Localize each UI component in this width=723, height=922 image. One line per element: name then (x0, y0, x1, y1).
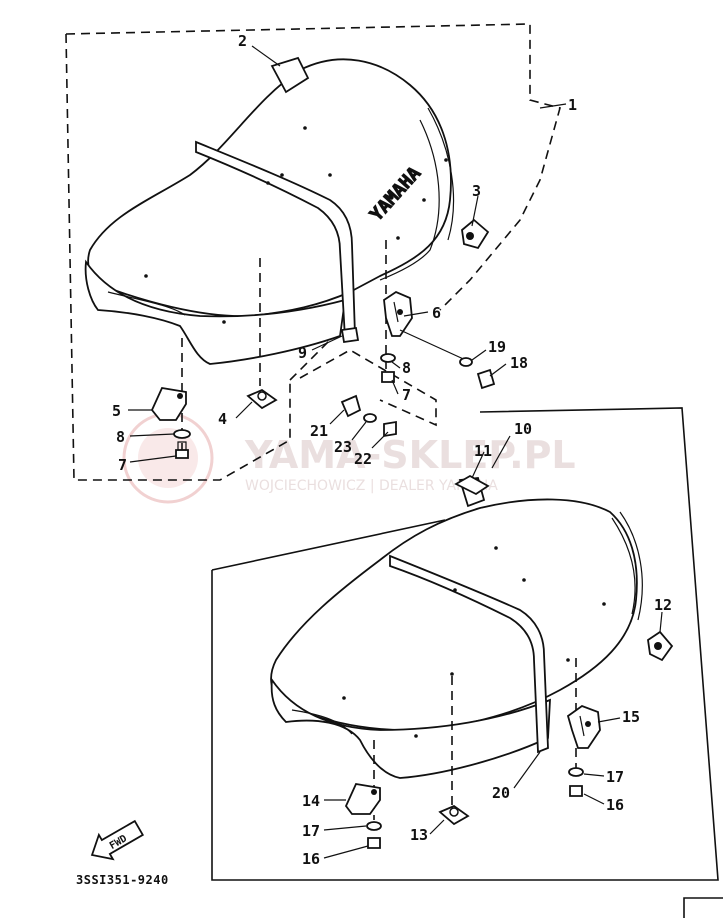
part-label-16a: 16 (302, 850, 320, 868)
part-label-17a: 17 (302, 822, 320, 840)
part-label-18: 18 (510, 354, 528, 372)
clip-part-3 (461, 218, 490, 250)
bracket-part-6 (383, 290, 413, 337)
drawing-code: 3SSI351-9240 (76, 873, 169, 887)
bracket-part-5 (150, 386, 187, 421)
part-label-6: 6 (432, 304, 441, 322)
part-label-15: 15 (622, 708, 640, 726)
part-label-5: 5 (112, 402, 121, 420)
bracket-part-15 (566, 704, 601, 749)
part-label-9: 9 (298, 344, 307, 362)
lower-assembly-boundary (211, 407, 719, 881)
part-label-20: 20 (492, 784, 510, 802)
bracket-part-4 (246, 388, 278, 410)
washer-bolt-lower-right (568, 767, 584, 797)
watermark-subtitle: WOJCIECHOWICZ | DEALER YAMAHA (245, 478, 498, 494)
part-label-7b: 7 (402, 386, 411, 404)
part-label-3: 3 (472, 182, 481, 200)
part-labels: 1 2 3 4 5 6 7 7 8 8 9 10 11 12 13 14 15 … (112, 32, 672, 868)
watermark-title: YAMA-SKLEP.PL (244, 433, 576, 477)
corner-mark (683, 897, 723, 918)
part-label-4: 4 (218, 410, 227, 428)
leader-lines (128, 45, 663, 859)
part-label-23: 23 (334, 438, 352, 456)
part-label-22: 22 (354, 450, 372, 468)
part-label-1: 1 (568, 96, 577, 114)
bracket-part-13 (438, 804, 470, 826)
washer-bolt-upper-right (380, 353, 396, 383)
fwd-arrow-icon: FWD (90, 819, 145, 861)
part-label-12: 12 (654, 596, 672, 614)
part-label-19: 19 (488, 338, 506, 356)
bracket-part-14 (344, 782, 381, 815)
part-label-17b: 17 (606, 768, 624, 786)
washer-bolt-lower-left (366, 821, 382, 849)
watermark: YAMA-SKLEP.PL WOJCIECHOWICZ | DEALER YAM… (122, 412, 576, 504)
clip-part-12 (647, 630, 674, 662)
part-label-14: 14 (302, 792, 320, 810)
lower-seat (270, 474, 643, 779)
washer-bolt-18-19 (399, 329, 496, 390)
part-label-13: 13 (410, 826, 428, 844)
part-label-8b: 8 (402, 359, 411, 377)
upper-seat: YAMAHA (84, 56, 455, 365)
part-label-2: 2 (238, 32, 247, 50)
part-label-7a: 7 (118, 456, 127, 474)
strap-end-part-9 (340, 326, 360, 344)
part-label-21: 21 (310, 422, 328, 440)
clip-washer-screw-21-23-22 (340, 394, 397, 438)
part-label-11: 11 (474, 442, 492, 460)
part-label-16b: 16 (606, 796, 624, 814)
part-label-10: 10 (514, 420, 532, 438)
part-label-8a: 8 (116, 428, 125, 446)
